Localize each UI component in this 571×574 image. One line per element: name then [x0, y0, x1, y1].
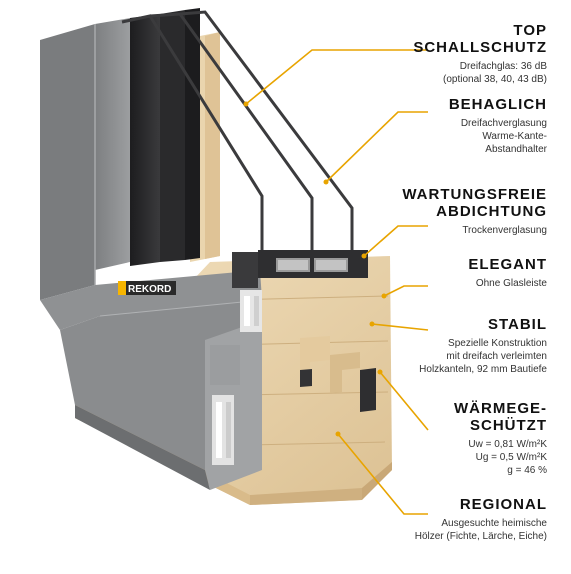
feature-regional: REGIONAL Ausgesuchte heimische Hölzer (F… [287, 496, 547, 543]
feature-waermeschutz: WÄRMEGE- SCHÜTZT Uw = 0,81 W/m²K Ug = 0,… [287, 400, 547, 477]
rekord-logo: REKORD [118, 281, 176, 295]
leader-endpoints [243, 101, 387, 437]
feature-elegant: ELEGANT Ohne Glasleiste [287, 256, 547, 290]
feature-title: ELEGANT [468, 256, 547, 273]
feature-description: Ohne Glasleiste [475, 278, 547, 289]
svg-text:REKORD: REKORD [128, 284, 171, 295]
leader-schallschutz [245, 49, 428, 105]
feature-title: REGIONAL [459, 496, 547, 513]
feature-stabil: STABIL Spezielle Konstruktion mit dreifa… [287, 316, 547, 376]
feature-schallschutz: TOP SCHALLSCHUTZ Dreifachglas: 36 dB (op… [287, 22, 547, 86]
glazing-spacer [232, 250, 368, 288]
leader-regional [337, 433, 428, 515]
leader-abdichtung [363, 225, 428, 257]
feature-title: STABIL [487, 316, 547, 333]
thermal-insert-chambers [210, 290, 262, 465]
feature-description: Spezielle Konstruktion mit dreifach verl… [419, 338, 547, 375]
feature-description: Dreifachverglasung Warme-Kante- Abstandh… [460, 118, 547, 155]
feature-title: WÄRMEGE- SCHÜTZT [454, 400, 547, 434]
feature-title: BEHAGLICH [448, 96, 547, 113]
feature-abdichtung: WARTUNGSFREIE ABDICHTUNG Trockenverglasu… [287, 186, 547, 237]
feature-description: Trockenverglasung [462, 225, 547, 236]
leader-stabil [371, 323, 429, 331]
feature-title: WARTUNGSFREIE ABDICHTUNG [402, 186, 547, 220]
triple-glazing [121, 8, 354, 266]
feature-description: Ausgesuchte heimische Hölzer (Fichte, Lä… [414, 518, 547, 542]
leader-waermeschutz [379, 371, 429, 431]
leader-behaglich [325, 111, 428, 183]
leader-elegant [383, 285, 428, 297]
leader-lines [245, 49, 429, 515]
feature-behaglich: BEHAGLICH Dreifachverglasung Warme-Kante… [287, 96, 547, 156]
feature-title: TOP SCHALLSCHUTZ [413, 22, 547, 56]
feature-description: Uw = 0,81 W/m²K Ug = 0,5 W/m²K g = 46 % [468, 439, 547, 476]
feature-description: Dreifachglas: 36 dB (optional 38, 40, 43… [443, 61, 547, 85]
